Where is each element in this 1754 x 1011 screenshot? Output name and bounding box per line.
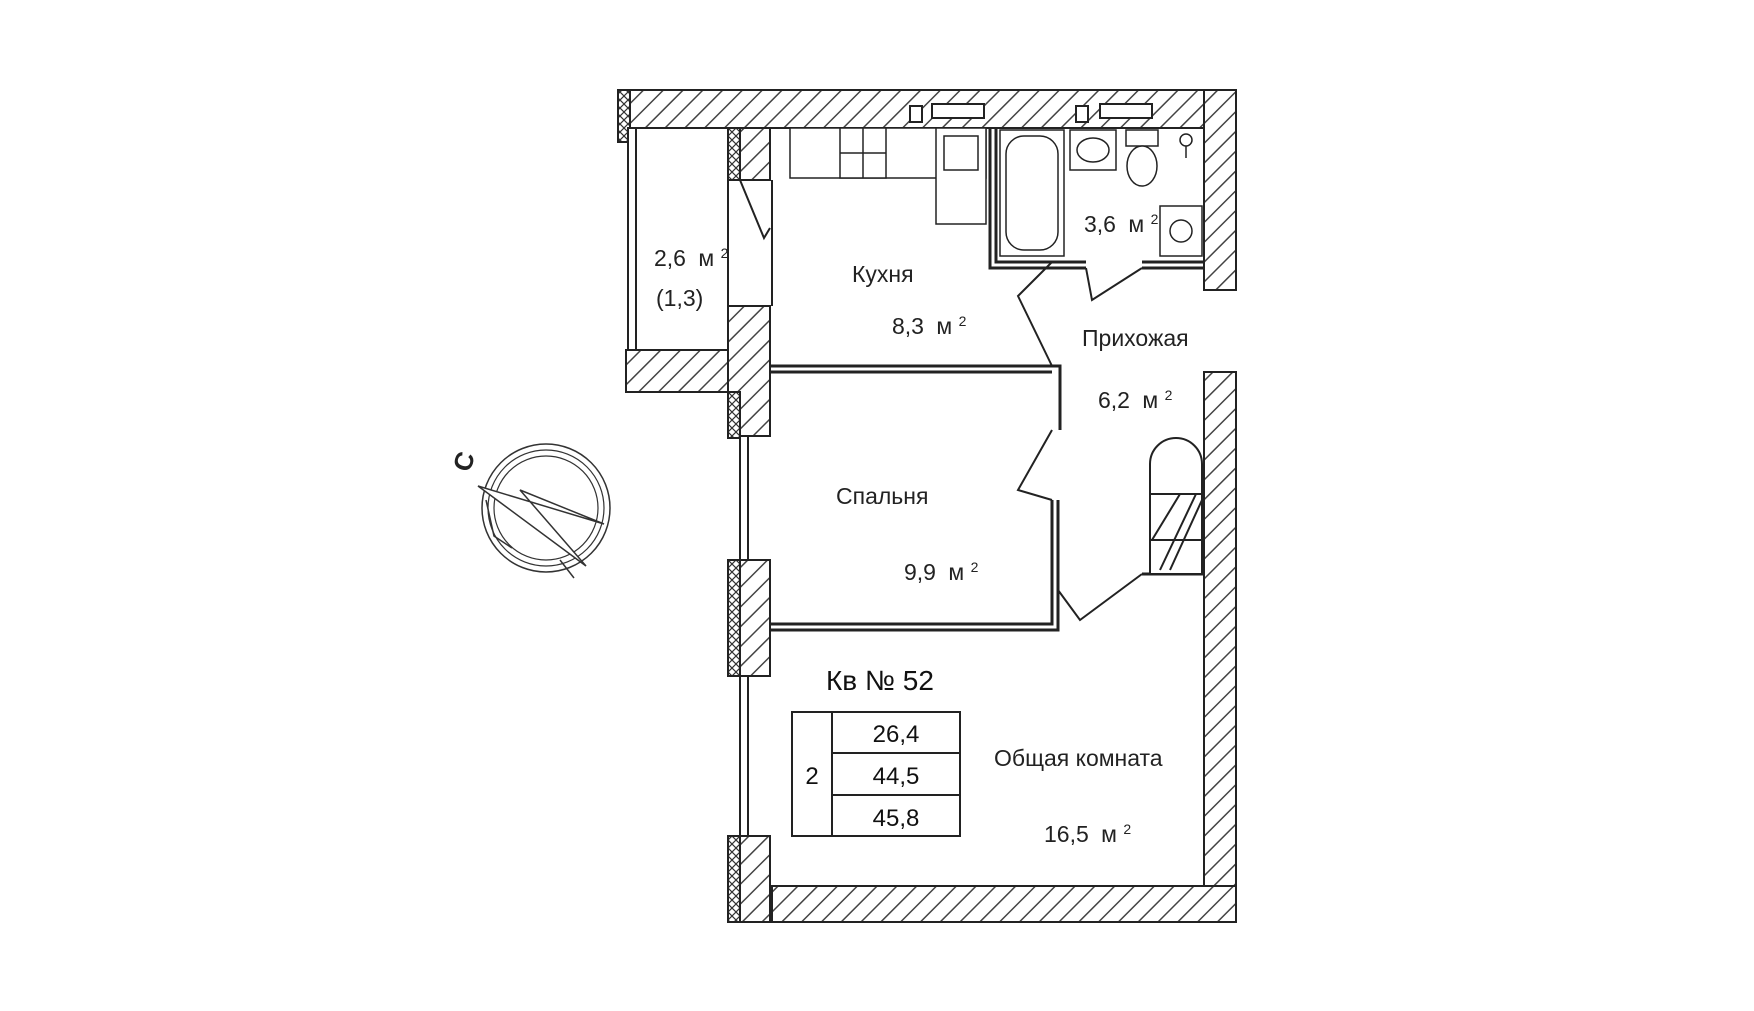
kitchen-sup: 2 bbox=[959, 313, 967, 329]
wall-bottom bbox=[771, 885, 1237, 923]
svg-text:2,6 м 2: 2,6 м 2 bbox=[654, 245, 729, 271]
living-label: Общая комната 16,5 м 2 bbox=[994, 745, 1163, 847]
living-area: 16,5 bbox=[1044, 821, 1089, 847]
bedroom-name: Спальня bbox=[836, 483, 928, 509]
bathroom-sup: 2 bbox=[1151, 211, 1159, 227]
bedroom-label: Спальня 9,9 м 2 bbox=[836, 483, 979, 585]
drain bbox=[1179, 133, 1193, 158]
area-living: 26,4 bbox=[873, 721, 920, 748]
compass-ring-outer bbox=[481, 443, 611, 573]
doors bbox=[739, 179, 1143, 622]
living-sup: 2 bbox=[1123, 821, 1131, 837]
svg-text:8,3 м 2: 8,3 м 2 bbox=[892, 313, 967, 339]
bedroom-area: 9,9 bbox=[904, 559, 936, 585]
compass-ring-mid bbox=[487, 449, 605, 567]
svg-text:16,5 м 2: 16,5 м 2 bbox=[1044, 821, 1131, 847]
kitchen-counter bbox=[789, 127, 987, 225]
living-unit: м bbox=[1101, 821, 1117, 847]
bathroom-label: 3,6 м 2 bbox=[1084, 211, 1159, 237]
compass bbox=[477, 443, 611, 579]
svg-text:6,2 м 2: 6,2 м 2 bbox=[1098, 387, 1173, 413]
balcony-unit: м bbox=[698, 245, 714, 271]
apartment-title: Кв № 52 bbox=[826, 665, 934, 696]
balcony-coef: (1,3) bbox=[656, 285, 703, 311]
area-total: 44,5 bbox=[873, 763, 920, 790]
svg-text:9,9 м 2: 9,9 м 2 bbox=[904, 559, 979, 585]
apartment-info: Кв № 52 2 26,4 44,5 45,8 bbox=[791, 665, 961, 837]
wall-left-pier-3 bbox=[727, 835, 741, 923]
bedroom-unit: м bbox=[948, 559, 964, 585]
compass-ring-inner bbox=[493, 455, 599, 561]
washing-machine bbox=[1159, 205, 1203, 257]
wall-left-pier-2 bbox=[727, 559, 741, 677]
apartment-table bbox=[791, 711, 961, 837]
walls bbox=[617, 89, 1237, 923]
hallway-label: Прихожая 6,2 м 2 bbox=[1082, 325, 1189, 413]
bathroom-area: 3,6 bbox=[1084, 211, 1116, 237]
balcony-railing bbox=[627, 127, 637, 351]
kitchen-name: Кухня bbox=[852, 261, 914, 287]
svg-text:3,6 м 2: 3,6 м 2 bbox=[1084, 211, 1159, 237]
bedroom-sup: 2 bbox=[971, 559, 979, 575]
balcony-sup: 2 bbox=[721, 245, 729, 261]
compass-needle-icon bbox=[477, 485, 605, 567]
rooms-count: 2 bbox=[805, 763, 818, 790]
balcony-label: 2,6 м 2 (1,3) bbox=[654, 245, 729, 311]
bathtub bbox=[999, 129, 1065, 257]
stair bbox=[1149, 437, 1203, 575]
hallway-unit: м bbox=[1142, 387, 1158, 413]
kitchen-unit: м bbox=[936, 313, 952, 339]
hallway-sup: 2 bbox=[1165, 387, 1173, 403]
windows bbox=[739, 103, 1153, 836]
wall-left-pier-1 bbox=[727, 391, 741, 439]
kitchen-label: Кухня 8,3 м 2 bbox=[852, 261, 967, 339]
compass-north-label: С bbox=[447, 448, 481, 475]
bathroom-unit: м bbox=[1128, 211, 1144, 237]
wall-right-lower bbox=[1203, 371, 1237, 893]
wall-corner-pier bbox=[727, 127, 741, 181]
area-total-with-balcony: 45,8 bbox=[873, 805, 920, 832]
partitions bbox=[770, 128, 1204, 632]
hallway-area: 6,2 bbox=[1098, 387, 1130, 413]
balcony-area: 2,6 bbox=[654, 245, 686, 271]
living-name: Общая комната bbox=[994, 745, 1163, 771]
sink bbox=[1069, 129, 1117, 171]
wall-right-upper bbox=[1203, 89, 1237, 291]
kitchen-area: 8,3 bbox=[892, 313, 924, 339]
balcony-outline bbox=[635, 127, 729, 351]
toilet bbox=[1125, 129, 1159, 187]
hallway-name: Прихожая bbox=[1082, 325, 1189, 351]
